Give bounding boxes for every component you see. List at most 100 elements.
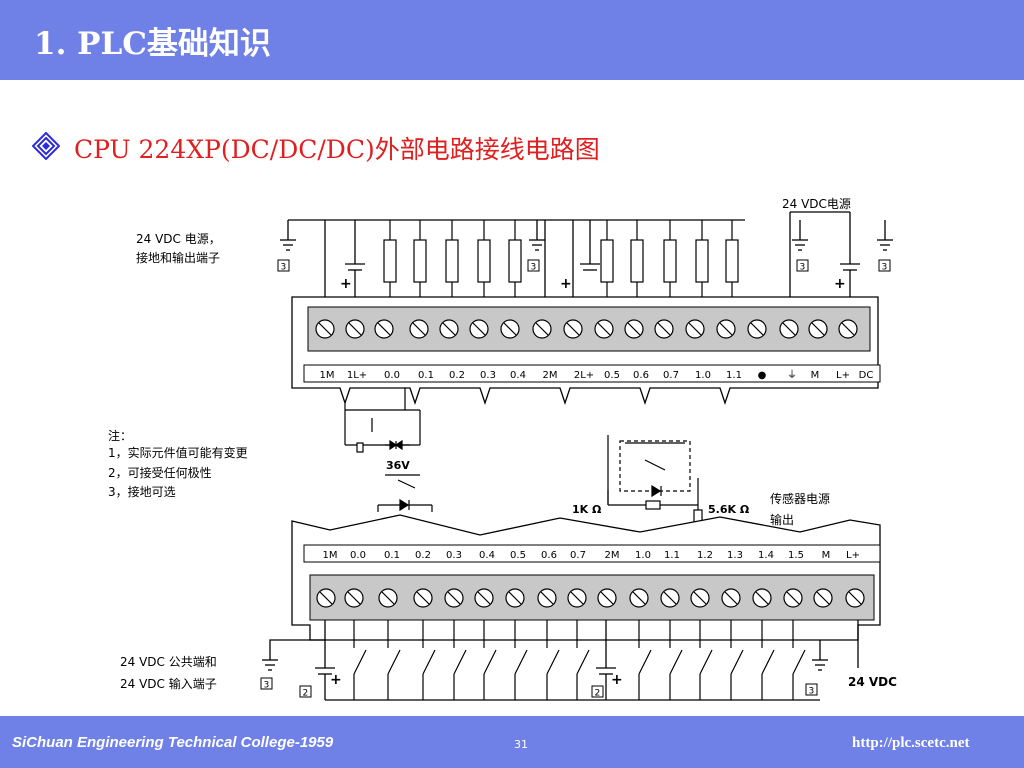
input-terminal-screw: [567, 588, 587, 608]
input-terminal-screws: [316, 588, 865, 608]
input-terminal-label: 0.5: [510, 550, 526, 561]
output-label-strip: [303, 364, 881, 383]
input-terminal-label: 1.4: [758, 550, 774, 561]
footer-url: http://plc.scetc.net: [852, 735, 970, 751]
footer-college: SiChuan Engineering Technical College-19…: [12, 734, 334, 751]
sensor-supply-line-1: 传感器电源: [770, 491, 830, 506]
svg-text:2: 2: [303, 689, 309, 699]
zener-label: 36V: [386, 459, 410, 472]
output-terminal-screw: [654, 319, 674, 339]
output-note-line-1: 24 VDC 电源，: [136, 232, 221, 246]
input-terminal-label: 0.0: [350, 550, 366, 561]
output-terminal-screws: [315, 319, 858, 339]
input-terminal-screw: [444, 588, 464, 608]
input-switch: [669, 620, 683, 700]
svg-text:3: 3: [531, 263, 537, 273]
svg-text:3: 3: [809, 687, 815, 697]
input-terminal-label: 1.0: [635, 550, 651, 561]
output-terminal-label: ●: [758, 370, 767, 381]
input-switch: [387, 620, 401, 700]
marker-3-c: 3: [796, 259, 809, 273]
input-switch: [422, 620, 436, 700]
plus-sign-4: +: [330, 672, 342, 688]
input-switch: [453, 620, 467, 700]
bullet-text: CPU 224XP(DC/DC/DC)外部电路接线电路图: [74, 135, 600, 164]
output-terminal-label: DC: [859, 370, 874, 381]
output-terminal-label: 0.7: [663, 370, 679, 381]
input-switch: [353, 620, 367, 700]
input-terminal-screw: [597, 588, 617, 608]
input-terminal-screw: [783, 588, 803, 608]
output-terminal-screw: [315, 319, 335, 339]
input-switch: [699, 620, 713, 700]
output-terminal-label: ⏚: [787, 369, 797, 381]
marker-3-b: 3: [527, 259, 540, 273]
input-note-line-1: 24 VDC 公共端和: [120, 655, 217, 669]
output-terminal-strip: [307, 306, 871, 352]
input-switch: [514, 620, 528, 700]
input-terminal-label: 1M: [323, 550, 338, 561]
svg-text:3: 3: [882, 263, 888, 273]
output-terminal-screw: [624, 319, 644, 339]
output-terminal-screw: [409, 319, 429, 339]
output-terminal-label: 0.6: [633, 370, 649, 381]
output-terminal-label: 0.2: [449, 370, 465, 381]
input-terminal-label: 2M: [605, 550, 620, 561]
input-terminal-label: 0.6: [541, 550, 557, 561]
input-terminal-label: 0.2: [415, 550, 431, 561]
input-terminal-screw: [316, 588, 336, 608]
svg-text:3: 3: [281, 263, 287, 273]
output-terminal-label: 1L+: [347, 370, 367, 381]
input-label-strip: [303, 544, 881, 563]
output-terminal-screw: [439, 319, 459, 339]
input-terminal-label: 1.1: [664, 550, 680, 561]
input-terminal-screw: [474, 588, 494, 608]
output-terminal-screw: [500, 319, 520, 339]
marker-3-e: 3: [260, 677, 273, 691]
input-terminal-screw: [660, 588, 680, 608]
input-switch: [792, 620, 806, 700]
marker-2-a: 2: [299, 685, 312, 699]
diamond-bullet-icon: [32, 132, 60, 160]
output-terminal-screw: [838, 319, 858, 339]
output-terminal-label: 0.4: [510, 370, 526, 381]
marker-3-a: 3: [277, 259, 290, 273]
input-terminal-screw: [537, 588, 557, 608]
input-switch: [546, 620, 560, 700]
input-switch: [730, 620, 744, 700]
input-terminal-screw: [629, 588, 649, 608]
input-terminal-label: 1.3: [727, 550, 743, 561]
input-terminal-screw: [413, 588, 433, 608]
input-terminal-label: 0.4: [479, 550, 495, 561]
plus-sign-2: +: [560, 276, 572, 292]
plus-sign-5: +: [611, 672, 623, 688]
input-switch: [576, 620, 590, 700]
output-terminal-label: 0.0: [384, 370, 400, 381]
output-terminal-screw: [747, 319, 767, 339]
output-terminal-label: 1.1: [726, 370, 742, 381]
footer-page-number: 31: [514, 738, 528, 751]
notes-line-2: 2，可接受任何极性: [108, 465, 212, 480]
notes-line-1: 1，实际元件值可能有变更: [108, 445, 248, 460]
output-terminal-screw: [716, 319, 736, 339]
input-terminal-label: 0.7: [570, 550, 586, 561]
input-terminal-screw: [813, 588, 833, 608]
resistor-1k-label: 1K Ω: [572, 503, 602, 516]
notes-title: 注：: [108, 428, 132, 443]
output-terminal-screw: [808, 319, 828, 339]
input-terminal-screw: [690, 588, 710, 608]
input-terminal-screw: [378, 588, 398, 608]
input-terminal-screw: [344, 588, 364, 608]
output-circuit-detail: [344, 388, 433, 512]
output-terminal-label: 2M: [543, 370, 558, 381]
title-bar: 1. PLC基础知识: [0, 0, 1024, 80]
input-terminal-label: M: [822, 550, 831, 561]
input-terminal-label: 0.1: [384, 550, 400, 561]
output-terminal-label: 1M: [320, 370, 335, 381]
svg-text:3: 3: [264, 681, 270, 691]
plus-sign-1: +: [340, 276, 352, 292]
plus-sign-3: +: [834, 276, 846, 292]
input-terminal-screw: [752, 588, 772, 608]
input-circuit-detail: [607, 435, 703, 525]
